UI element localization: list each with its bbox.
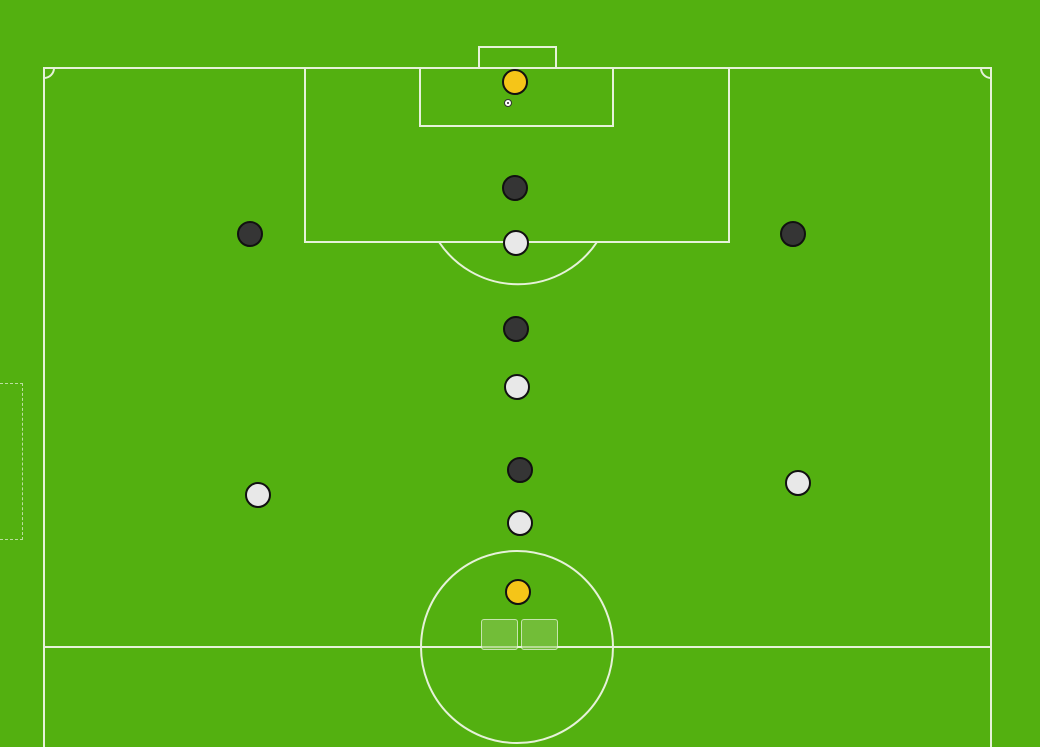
corner-arc-right: [980, 67, 992, 79]
goal-area: [419, 67, 614, 127]
goalkeeper-bottom[interactable]: [505, 579, 531, 605]
white-player-3[interactable]: [245, 482, 271, 508]
centre-circle: [420, 550, 614, 744]
corner-arc-left: [43, 67, 55, 79]
white-player-1[interactable]: [503, 230, 529, 256]
equipment-box-right[interactable]: [521, 619, 558, 650]
black-player-3[interactable]: [780, 221, 806, 247]
white-player-4[interactable]: [785, 470, 811, 496]
white-player-5[interactable]: [507, 510, 533, 536]
black-player-5[interactable]: [507, 457, 533, 483]
ball[interactable]: [504, 99, 512, 107]
black-player-1[interactable]: [502, 175, 528, 201]
black-player-2[interactable]: [237, 221, 263, 247]
goal: [478, 46, 557, 69]
substitutes-zone[interactable]: [0, 383, 23, 540]
penalty-arc: [438, 241, 598, 286]
equipment-box-left[interactable]: [481, 619, 518, 650]
black-player-4[interactable]: [503, 316, 529, 342]
white-player-2[interactable]: [504, 374, 530, 400]
goalkeeper-top[interactable]: [502, 69, 528, 95]
